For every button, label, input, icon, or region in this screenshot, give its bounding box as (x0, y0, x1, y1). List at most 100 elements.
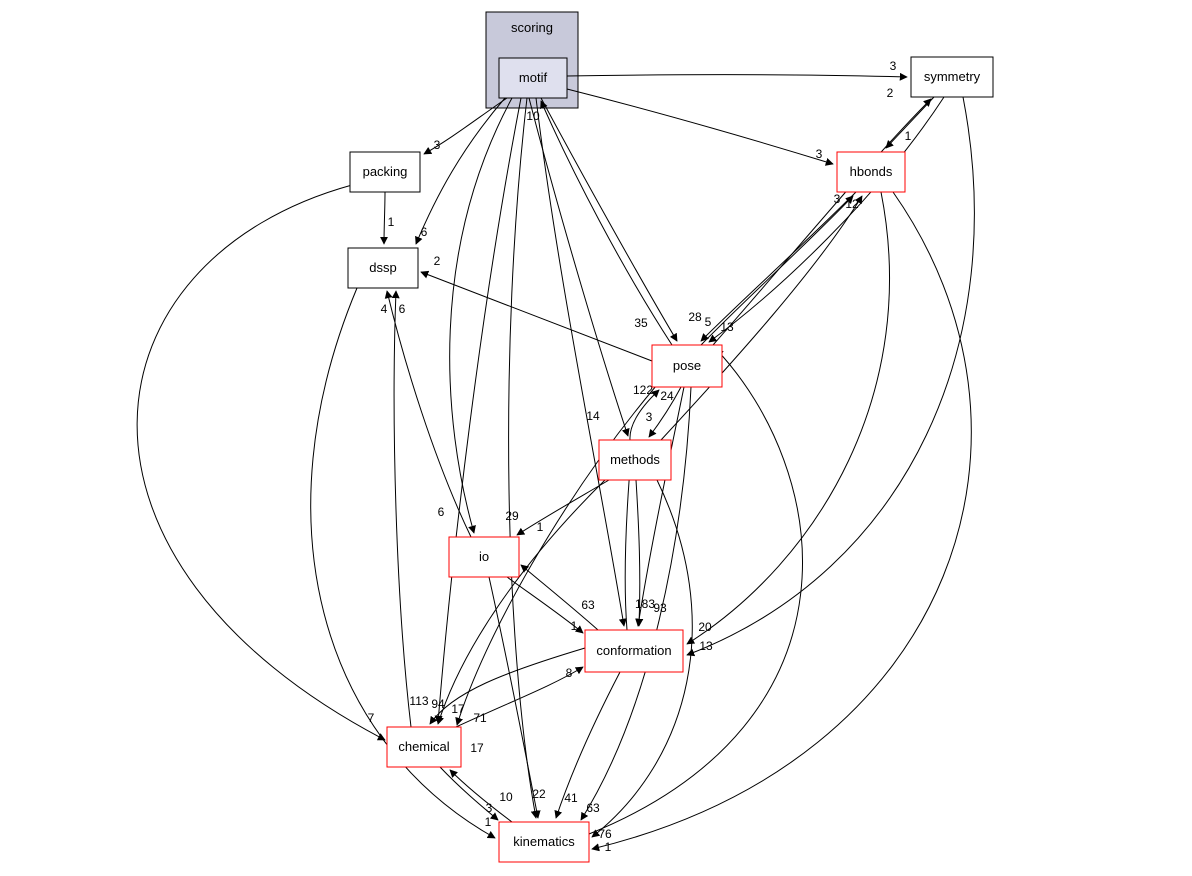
edge-methods-to-chemical (436, 478, 607, 725)
edge-label-pose-to-kinematics: 63 (586, 801, 600, 815)
edge-hbonds-to-conformation (686, 191, 890, 645)
edge-label-pose-to-dssp: 2 (434, 254, 441, 268)
edge-label-chemical-to-kinematics: 3 (486, 801, 493, 815)
edge-motif-to-symmetry (566, 72, 908, 81)
edge-label-symmetry-to-conformation: 13 (699, 639, 713, 653)
edge-label-hbonds-to-conformation: 20 (698, 620, 712, 634)
edge-label-pose-to-chemical: 71 (473, 711, 487, 725)
edge-label-packing-to-chemical: 7 (368, 711, 375, 725)
node-pose[interactable]: pose (651, 344, 723, 388)
edge-label-kinematics-to-pose: 13 (720, 320, 734, 334)
edge-conformation-to-io (520, 564, 599, 631)
edge-label-motif-to-chemical: 17 (451, 702, 465, 716)
edge-pose-to-methods (648, 386, 682, 438)
node-label-pose: pose (673, 358, 701, 373)
node-box-conformation[interactable] (584, 629, 684, 673)
node-label-hbonds: hbonds (850, 164, 893, 179)
node-kinematics[interactable]: kinematics (498, 821, 590, 863)
edge-methods-to-conformation (635, 479, 644, 627)
node-symmetry[interactable]: symmetry (910, 56, 994, 98)
node-box-kinematics[interactable] (498, 821, 590, 863)
edge-label-pose-to-symmetry: 2 (887, 86, 894, 100)
node-box-methods[interactable] (598, 439, 672, 481)
edge-chemical-to-conformation (455, 666, 584, 728)
edge-label-methods-to-hbonds: 12 (845, 197, 859, 211)
edge-kinematics-to-pose (588, 348, 803, 835)
edge-label-conformation-to-methods: 3 (646, 410, 653, 424)
node-label-packing: packing (363, 164, 408, 179)
edge-label-symmetry-to-pose: 5 (705, 315, 712, 329)
edge-pose-to-symmetry (712, 98, 932, 346)
edge-label-conformation-to-io: 1 (537, 520, 544, 534)
node-box-chemical[interactable] (386, 726, 462, 768)
edge-packing-to-chemical (136, 184, 386, 741)
node-box-motif[interactable] (498, 57, 568, 99)
node-box-symmetry[interactable] (910, 56, 994, 98)
edge-motif-to-chemical (434, 97, 522, 724)
edge-symmetry-to-pose (708, 96, 945, 343)
edge-kinematics-to-chemical (449, 769, 513, 823)
edge-motif-to-hbonds (566, 88, 834, 166)
edge-conformation-to-chemical (429, 647, 586, 725)
node-packing[interactable]: packing (349, 151, 421, 193)
edge-label-motif-to-hbonds: 3 (816, 147, 823, 161)
edge-label-motif-to-io: 6 (438, 505, 445, 519)
edge-dssp-to-kinematics (310, 287, 496, 839)
edge-methods-to-pose (629, 389, 660, 441)
edge-label-pose-to-hbonds: 3 (834, 192, 841, 206)
edge-hbonds-to-kinematics (591, 191, 972, 852)
edge-label-dssp-to-kinematics: 1 (485, 815, 492, 829)
edge-pose-to-conformation (635, 386, 685, 627)
edge-chemical-to-dssp (391, 290, 412, 728)
edge-label-pose-to-methods: 24 (660, 389, 674, 403)
edge-label-motif-to-pose: 35 (634, 316, 648, 330)
node-hbonds[interactable]: hbonds (836, 151, 906, 193)
node-conformation[interactable]: conformation (584, 629, 684, 673)
node-label-io: io (479, 549, 489, 564)
edge-motif-to-packing (423, 97, 508, 155)
node-box-dssp[interactable] (347, 247, 419, 289)
edge-label-chemical-to-dssp: 6 (399, 302, 406, 316)
edge-methods-to-kinematics (591, 479, 693, 838)
edge-label-pose-to-conformation: 183 (635, 597, 655, 611)
node-label-chemical: chemical (398, 739, 449, 754)
edge-label-motif-to-symmetry: 3 (890, 59, 897, 73)
node-io[interactable]: io (448, 536, 520, 578)
node-box-packing[interactable] (349, 151, 421, 193)
edge-label-packing-to-dssp: 1 (388, 215, 395, 229)
edge-pose-to-chemical (455, 385, 657, 726)
node-chemical[interactable]: chemical (386, 726, 462, 768)
edge-label-io-to-dssp: 4 (381, 302, 388, 316)
edge-label-methods-to-conformation: 93 (653, 601, 667, 615)
edge-label-io-to-kinematics: 22 (532, 787, 546, 801)
edge-label-methods-to-kinematics: 76 (598, 827, 612, 841)
edge-motif-to-dssp (415, 97, 506, 245)
node-methods[interactable]: methods (598, 439, 672, 481)
edge-pose-to-kinematics (580, 386, 692, 821)
node-label-conformation: conformation (596, 643, 671, 658)
edge-methods-to-io (516, 479, 610, 536)
edge-label-motif-to-packing: 3 (434, 138, 441, 152)
edge-label-symmetry-to-hbonds: 1 (905, 129, 912, 143)
edge-packing-to-dssp (380, 191, 389, 245)
node-label-kinematics: kinematics (513, 834, 575, 849)
edge-label-motif-to-dssp: 6 (421, 225, 428, 239)
edge-io-to-conformation (506, 576, 584, 634)
edge-label-methods-to-pose: 122 (633, 383, 653, 397)
node-dssp[interactable]: dssp (347, 247, 419, 289)
node-box-io[interactable] (448, 536, 520, 578)
node-box-pose[interactable] (651, 344, 723, 388)
edge-pose-to-hbonds (700, 195, 854, 346)
edge-motif-to-methods (528, 97, 630, 437)
edge-motif-to-pose (540, 97, 678, 342)
edge-label-methods-to-io: 29 (505, 509, 519, 523)
node-label-symmetry: symmetry (924, 69, 981, 84)
edge-hbonds-to-pose (700, 191, 857, 342)
node-box-hbonds[interactable] (836, 151, 906, 193)
node-label-methods: methods (610, 452, 660, 467)
node-motif[interactable]: motif (498, 57, 568, 99)
node-label-motif: motif (519, 70, 548, 85)
